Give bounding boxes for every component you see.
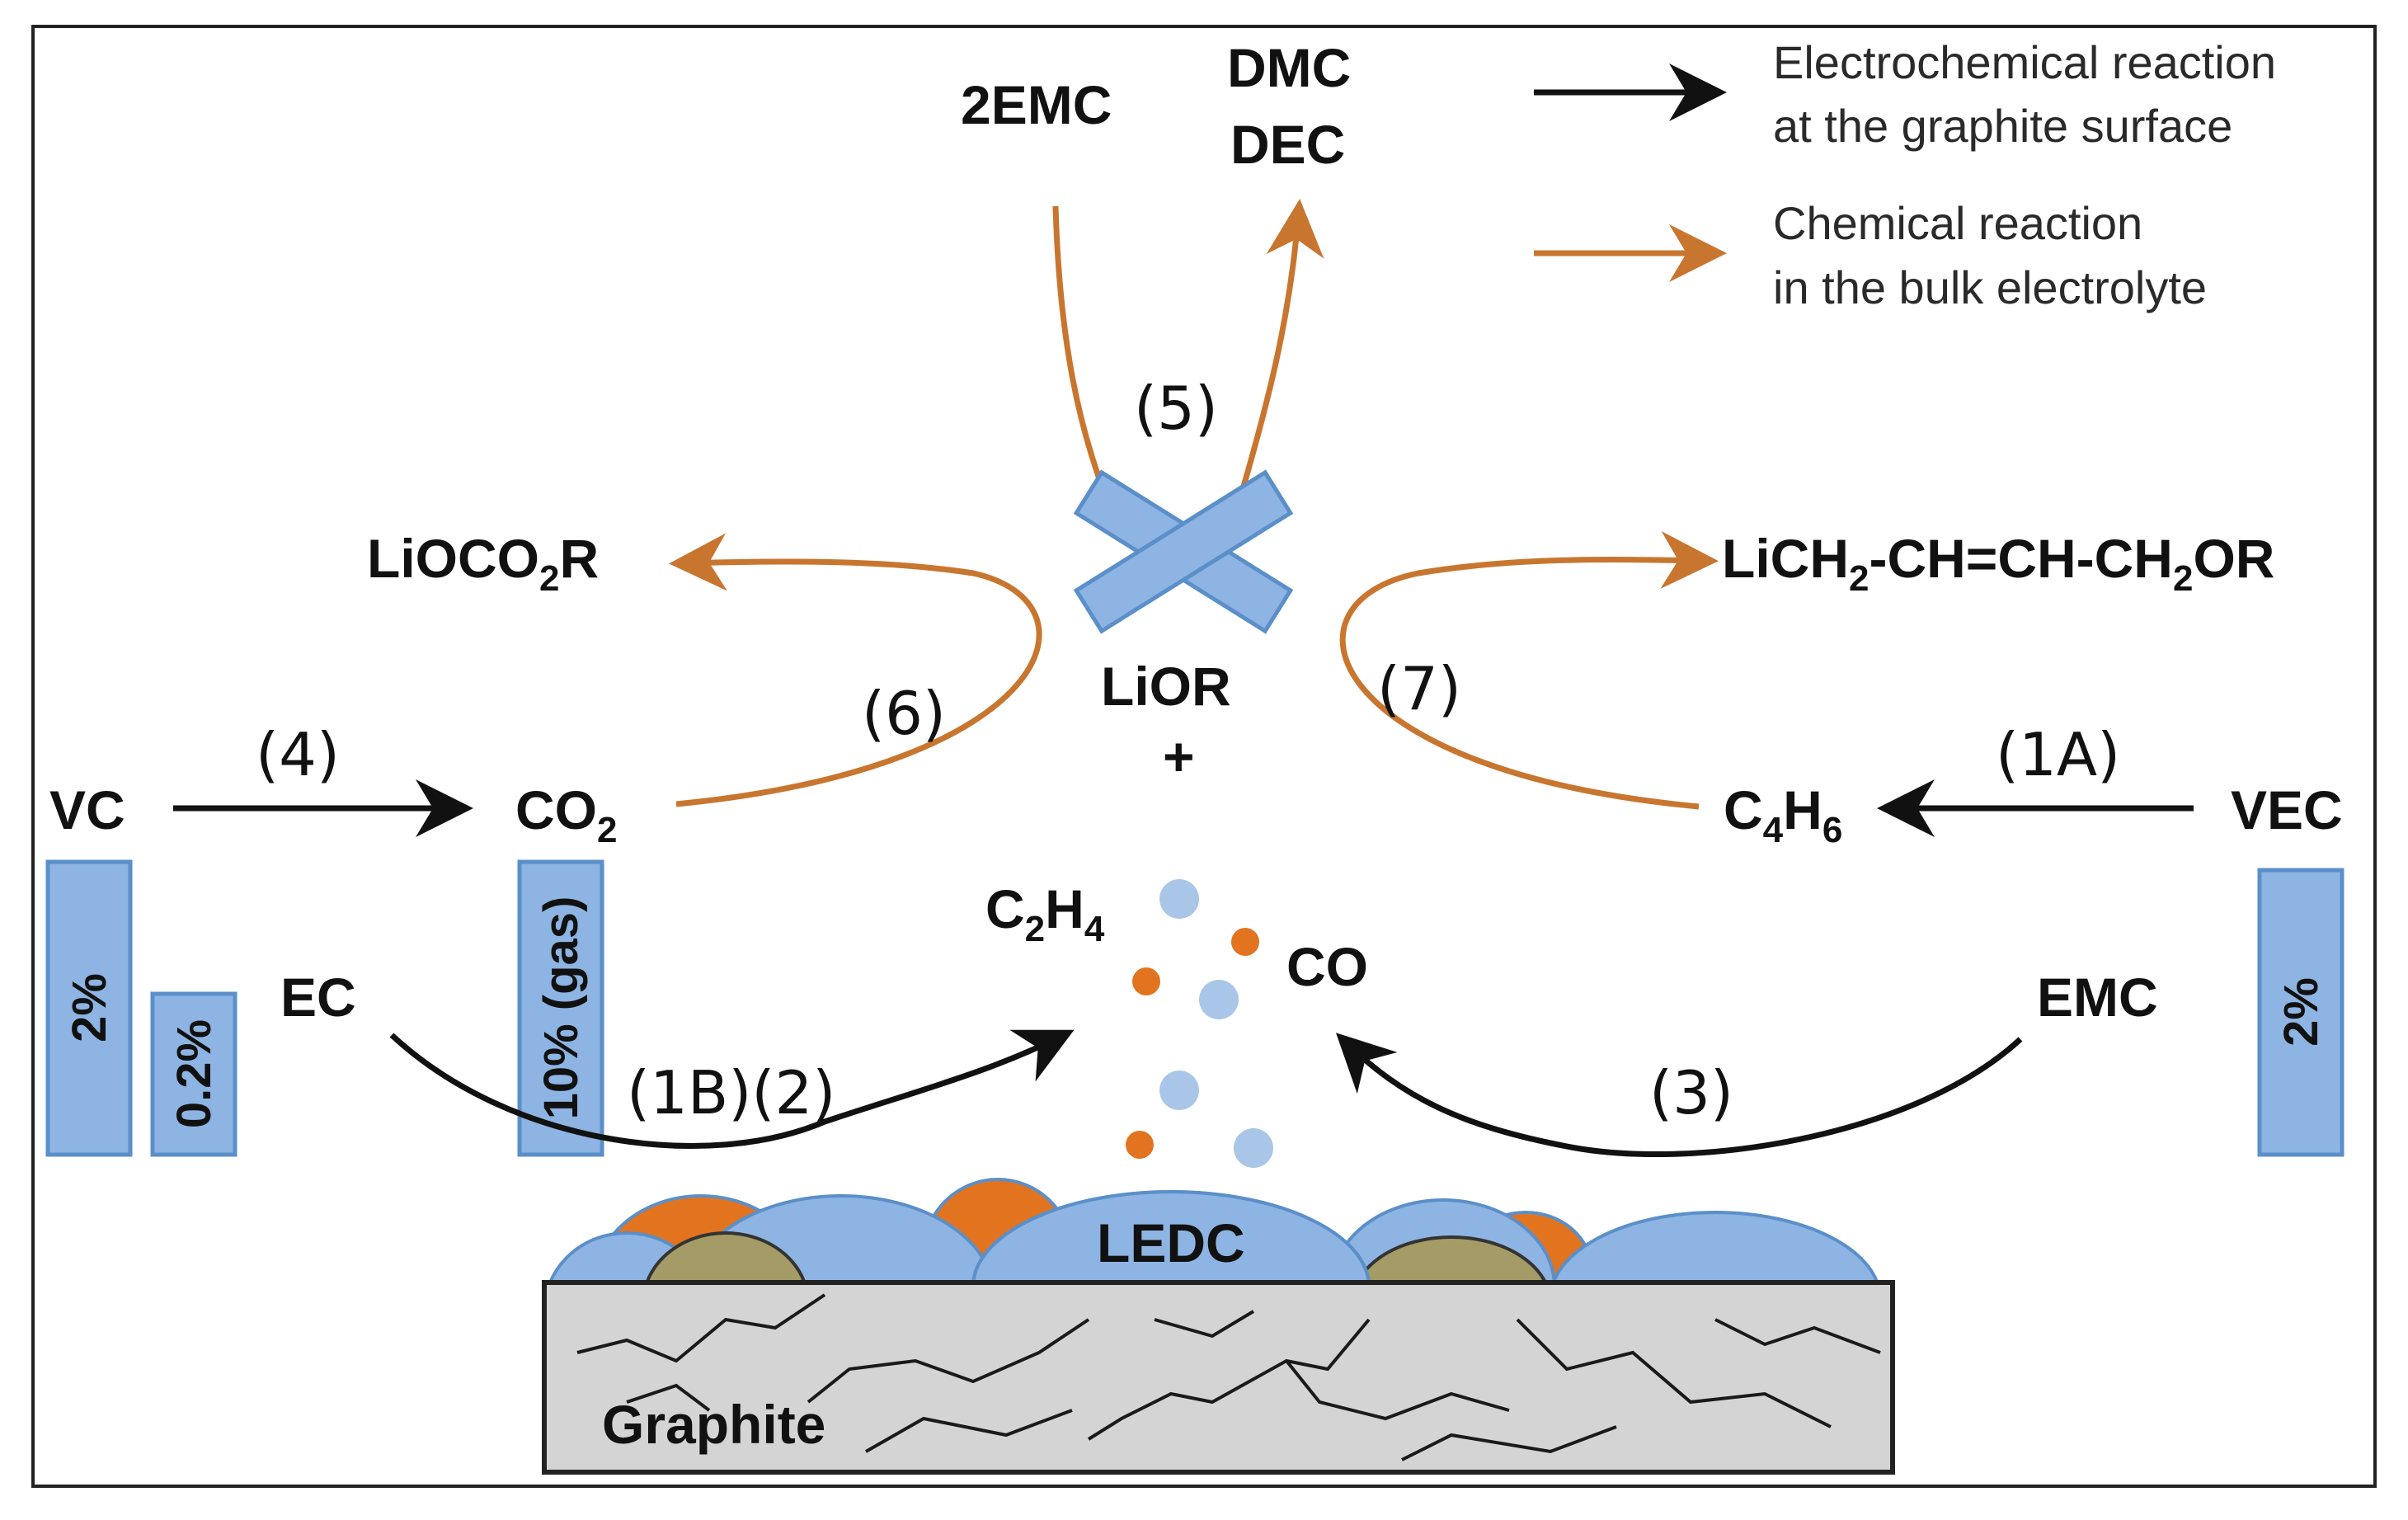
species-lioco2r: LiOCO2R — [367, 528, 599, 599]
step-5-label: (5) — [1134, 374, 1218, 443]
graphite-label: Graphite — [602, 1394, 825, 1455]
step-1a-label: (1A) — [1996, 720, 2120, 789]
step-1b-2-label: (1B)(2) — [627, 1058, 835, 1127]
reaction-7-curve — [1339, 530, 1719, 810]
species-co: CO — [1286, 936, 1368, 997]
svg-text:0.2%: 0.2% — [167, 1019, 221, 1128]
graphite-block — [542, 1280, 1895, 1475]
reaction-5-in-curve — [1052, 205, 1108, 496]
plus-sign: + — [1163, 726, 1195, 787]
species-c2h4: C2H4 — [985, 878, 1105, 949]
species-2emc: 2EMC — [961, 74, 1112, 135]
species-dec: DEC — [1230, 114, 1345, 175]
bar-vec-2pct: 2% — [2257, 868, 2345, 1157]
legend-orange-text-2: in the bulk electrolyte — [1773, 261, 2207, 313]
species-c4h6: C4H6 — [1724, 779, 1842, 850]
svg-text:2%: 2% — [2274, 977, 2328, 1047]
reaction-6-curve — [669, 533, 1042, 807]
graphite-cracks — [576, 1293, 1881, 1461]
step-7-label: (7) — [1377, 654, 1461, 723]
reaction-3-curve — [1335, 1033, 2023, 1158]
blocked-x-icon — [1073, 469, 1294, 634]
species-lior: LiOR — [1101, 656, 1231, 717]
svg-text:2%: 2% — [63, 973, 116, 1042]
ledc-label: LEDC — [1097, 1212, 1245, 1273]
step-4-label: (4) — [256, 720, 340, 789]
svg-text:10% (gas): 10% (gas) — [534, 896, 588, 1120]
species-lich2-ch-ch-ch2or: LiCH2-CH=CH-CH2OR — [1722, 528, 2274, 599]
step-6-label: (6) — [862, 679, 946, 748]
legend-black-text-2: at the graphite surface — [1773, 100, 2232, 152]
legend-orange-text-1: Chemical reaction — [1773, 197, 2142, 249]
bar-vc-2pct: 2% — [45, 859, 133, 1157]
species-co2: CO2 — [515, 779, 617, 850]
species-emc: EMC — [2037, 967, 2158, 1028]
bar-vc-0-2pct: 0.2% — [150, 991, 238, 1157]
reaction-5-out-curve — [1238, 199, 1324, 496]
reaction-1b-2-curve — [389, 1029, 1075, 1149]
bar-co2-10pct-gas: 10% (gas) — [517, 859, 604, 1157]
legend-black-text-1: Electrochemical reaction — [1773, 36, 2276, 88]
gas-bubbles — [1126, 879, 1273, 1168]
species-vc: VC — [49, 779, 125, 840]
step-3-label: (3) — [1649, 1058, 1733, 1127]
species-ec: EC — [280, 967, 356, 1028]
species-dmc: DMC — [1227, 37, 1351, 98]
species-vec: VEC — [2231, 779, 2343, 840]
